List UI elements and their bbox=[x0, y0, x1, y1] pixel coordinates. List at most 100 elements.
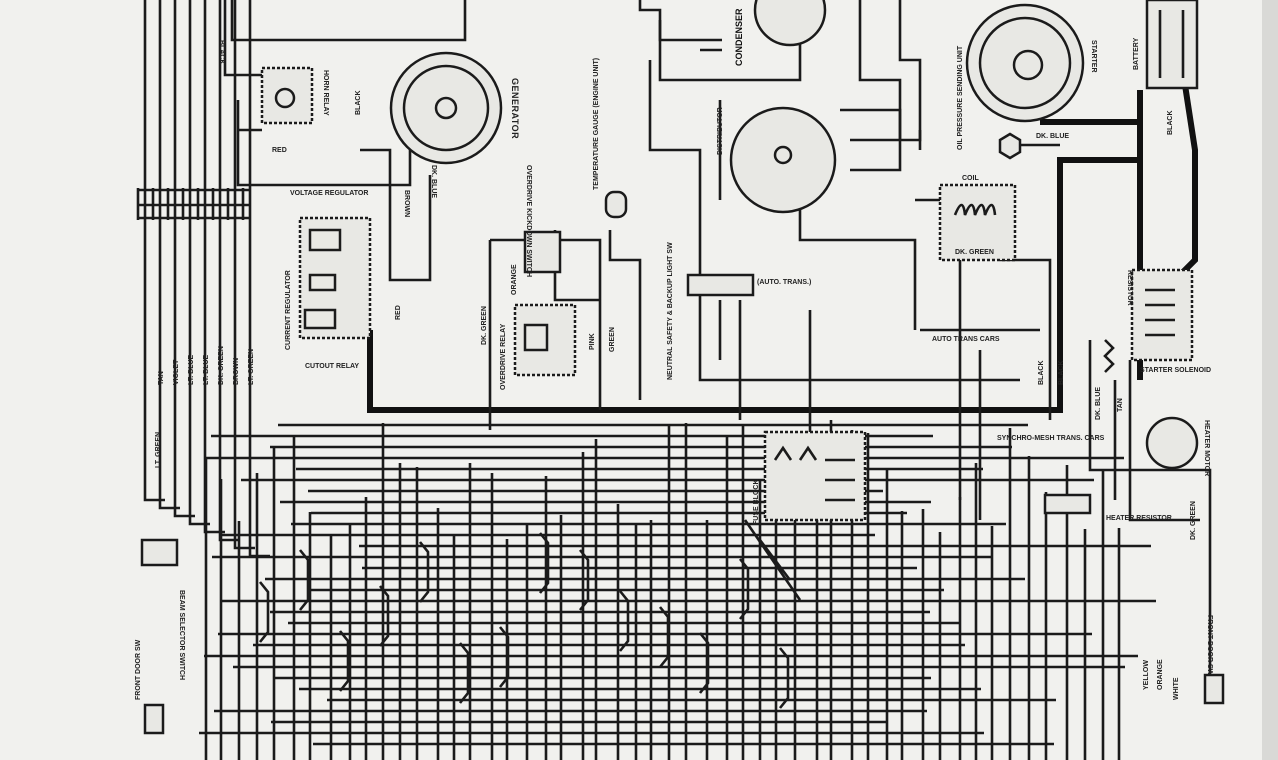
wire-label-red-2: RED bbox=[395, 305, 402, 320]
wire-harness bbox=[136, 0, 1212, 760]
beam-selector-label: BEAM SELECTOR SWITCH bbox=[178, 590, 185, 680]
overdrive-relay: OVERDRIVE RELAY bbox=[500, 303, 577, 390]
wire bbox=[298, 549, 310, 611]
wire bbox=[458, 642, 470, 704]
bundle-label: DK. GREEN bbox=[218, 346, 225, 385]
condenser: CONDENSER bbox=[734, 0, 827, 66]
wire bbox=[658, 606, 670, 668]
auto-trans-note: (AUTO. TRANS.) bbox=[757, 279, 811, 286]
oil-pressure-label: OIL PRESSURE SENDING UNIT bbox=[957, 45, 964, 150]
wire bbox=[658, 0, 922, 150]
temperature-gauge-label: TEMPERATURE GAUGE (ENGINE UNIT) bbox=[593, 58, 600, 190]
wire-label-dk-green: DK. GREEN bbox=[481, 306, 488, 345]
wire bbox=[578, 549, 590, 611]
wire bbox=[188, 0, 210, 526]
front-door-sw-right-label: FRONT DOOR SW bbox=[1206, 615, 1213, 676]
temperature-gauge: TEMPERATURE GAUGE (ENGINE UNIT) bbox=[593, 58, 628, 219]
wire bbox=[233, 0, 255, 550]
heater-resistor: HEATER RESISTOR bbox=[1043, 493, 1172, 522]
condenser-label: CONDENSER bbox=[734, 8, 744, 66]
wire-label-black-gen: BLACK bbox=[355, 91, 362, 116]
wire bbox=[258, 581, 270, 643]
wire bbox=[1088, 340, 1212, 700]
heater-motor: HEATER MOTOR bbox=[1145, 416, 1210, 476]
overdrive-kickdown-label: OVERDRIVE KICKDOWN SWITCH bbox=[525, 165, 532, 277]
bundle-label: BROWN bbox=[233, 358, 240, 385]
wire bbox=[138, 188, 250, 220]
wire-label-dk-green-heater: DK. GREEN bbox=[1190, 501, 1197, 540]
wire bbox=[618, 590, 630, 652]
wire bbox=[223, 0, 467, 77]
wire bbox=[608, 0, 722, 400]
bundle-label: LT. BLUE bbox=[188, 354, 195, 385]
wire bbox=[743, 519, 802, 601]
resistor: RESISTOR bbox=[1103, 270, 1133, 373]
wire bbox=[236, 100, 412, 187]
wire bbox=[778, 647, 790, 709]
page-edge bbox=[1262, 0, 1278, 760]
wire-label-black-battery: BLACK bbox=[1167, 111, 1174, 136]
bundle-label: LT. GREEN bbox=[248, 349, 255, 385]
resistor-label: RESISTOR bbox=[1126, 270, 1133, 306]
bundle-label: LT. BLUE bbox=[203, 354, 210, 385]
wire bbox=[418, 541, 430, 603]
generator-label: GENERATOR bbox=[510, 78, 520, 139]
wire bbox=[203, 0, 225, 534]
beam-selector-switch: BEAM SELECTOR SWITCH bbox=[140, 538, 185, 680]
wire bbox=[378, 585, 390, 647]
wire bbox=[338, 630, 350, 692]
wire bbox=[1172, 84, 1198, 283]
wire bbox=[915, 143, 1060, 420]
wire-label-pink: PINK bbox=[589, 333, 596, 350]
wire bbox=[698, 300, 1020, 440]
wire-label-orange-right: ORANGE bbox=[1157, 659, 1164, 690]
wire-label-red: RED bbox=[272, 147, 287, 154]
wire-label-yellow: YELLOW bbox=[1143, 660, 1150, 690]
cutout-relay-label: CUTOUT RELAY bbox=[305, 363, 359, 370]
wire-label-black: BLACK bbox=[218, 40, 225, 65]
wire-label-black-solenoid-2: BLACK bbox=[1058, 361, 1065, 386]
wire bbox=[920, 230, 1040, 520]
bundle-label: VIOLET bbox=[173, 359, 180, 385]
auto-trans-cars-label: AUTO TRANS CARS bbox=[932, 336, 1000, 343]
wire-label-tan: TAN bbox=[1117, 398, 1124, 412]
heater-motor-label: HEATER MOTOR bbox=[1203, 420, 1210, 476]
wire-label-lt-green: LT. GREEN bbox=[155, 432, 162, 468]
neutral-safety-switch: NEUTRAL SAFETY & BACKUP LIGHT SW (AUTO. … bbox=[667, 242, 811, 380]
voltage-regulator-label: VOLTAGE REGULATOR bbox=[290, 190, 368, 197]
wire bbox=[173, 0, 195, 518]
wire bbox=[360, 148, 432, 282]
starter: STARTER bbox=[965, 3, 1097, 123]
wire bbox=[158, 0, 180, 510]
wire-label-brown: BROWN bbox=[403, 190, 410, 217]
wire bbox=[718, 100, 922, 330]
wire-label-dk-green-coil: DK. GREEN bbox=[955, 249, 994, 256]
wire-label-white: WHITE bbox=[1173, 677, 1180, 700]
fuse-block: FUSE BLOCK bbox=[753, 430, 867, 526]
coil-label: COIL bbox=[962, 175, 979, 182]
oil-pressure-sending-unit: OIL PRESSURE SENDING UNIT bbox=[957, 45, 1022, 160]
front-door-switch-right: FRONT DOOR SW bbox=[1203, 615, 1225, 705]
wire-label-orange: ORANGE bbox=[511, 264, 518, 295]
starter-solenoid-label: STARTER SOLENOID bbox=[1140, 367, 1211, 374]
wire-label-dk-blue-2: DK. BLUE bbox=[1036, 133, 1069, 140]
voltage-regulator: VOLTAGE REGULATOR CURRENT REGULATOR CUTO… bbox=[285, 190, 372, 370]
synchro-mesh-label: SYNCHRO-MESH TRANS. CARS bbox=[997, 435, 1105, 442]
neutral-safety-label: NEUTRAL SAFETY & BACKUP LIGHT SW bbox=[667, 242, 674, 380]
bundle-labels: TAN VIOLET LT. BLUE LT. BLUE DK. GREEN B… bbox=[158, 346, 255, 385]
current-regulator-label: CURRENT REGULATOR bbox=[285, 270, 292, 350]
front-door-sw-left-label: FRONT DOOR SW bbox=[135, 639, 142, 700]
wire-label-dk-blue-3: DK. BLUE bbox=[1095, 387, 1102, 420]
wire bbox=[143, 0, 165, 502]
fuse-block-label: FUSE BLOCK bbox=[753, 480, 760, 526]
battery-label: BATTERY bbox=[1133, 37, 1140, 70]
wire bbox=[738, 558, 750, 620]
ignition-coil: COIL DK. GREEN bbox=[938, 175, 1017, 262]
bundle-label: TAN bbox=[158, 371, 165, 385]
generator: GENERATOR bbox=[389, 51, 520, 165]
wire bbox=[698, 632, 710, 694]
overdrive-kickdown-switch: OVERDRIVE KICKDOWN SWITCH bbox=[523, 165, 562, 277]
wire-label-black-solenoid: BLACK bbox=[1038, 361, 1045, 386]
